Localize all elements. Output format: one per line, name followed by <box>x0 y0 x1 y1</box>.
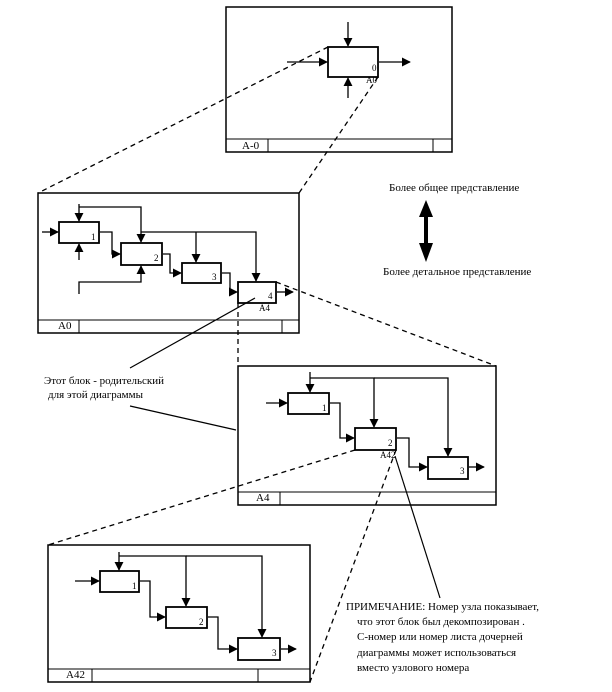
a4-boxes <box>287 392 469 480</box>
a0-boxes <box>58 221 277 304</box>
a4-arrows <box>266 372 485 472</box>
a0-box-1 <box>58 221 100 244</box>
a0-box-4 <box>237 281 277 304</box>
a-minus-0-box-0 <box>327 46 379 78</box>
a0-box-3 <box>181 262 222 284</box>
a4-node-label: A4 <box>256 492 270 504</box>
legend-more-detailed: Более детальное представление <box>383 266 532 278</box>
a42-box-3-number: 3 <box>272 648 277 658</box>
a-minus-0-box-number: 0 <box>372 63 377 73</box>
note-line2: что этот блок был декомпозирован . <box>357 616 525 628</box>
a0-box-3-number: 3 <box>212 272 217 282</box>
a-minus-0-arrows <box>287 22 411 98</box>
a42-boxes <box>99 570 281 661</box>
parent-annotation-line2: для этой диаграммы <box>48 389 143 401</box>
a42-node-label: A42 <box>66 669 85 681</box>
a0-box-4-code: A4 <box>259 303 270 313</box>
a0-arrows <box>42 204 294 297</box>
note-line4: диаграммы может использоваться <box>357 647 517 659</box>
a4-box-2-code: A42 <box>380 450 396 460</box>
a42-box-1-number: 1 <box>132 581 137 591</box>
a4-box-2-number: 2 <box>388 438 393 448</box>
zoom-lines-a0 <box>37 46 379 194</box>
a-minus-0-box-code: A0 <box>366 75 377 85</box>
a0-box-2-number: 2 <box>154 253 159 263</box>
a42-arrows <box>75 552 297 654</box>
zoom-lines-a42 <box>47 449 397 683</box>
frame-a0 <box>37 192 300 334</box>
a4-box-3-number: 3 <box>460 466 465 476</box>
a4-box-1 <box>287 392 330 415</box>
a0-box-4-number: 4 <box>268 291 273 301</box>
frame-a4 <box>237 365 497 506</box>
parent-annotation-line1: Этот блок - родительский <box>44 375 165 387</box>
legend-more-general: Более общее представление <box>389 182 520 194</box>
a0-box-2 <box>120 242 163 266</box>
note-line3: С-номер или номер листа дочерней <box>357 631 523 643</box>
a4-box-1-number: 1 <box>322 403 327 413</box>
a-minus-0-node-label: A-0 <box>242 140 260 152</box>
note-line1: ПРИМЕЧАНИЕ: Номер узла показывает, <box>346 601 540 613</box>
note-pointer-line <box>394 455 441 599</box>
a42-box-1 <box>99 570 140 593</box>
note-line5: вместо узлового номера <box>357 662 470 674</box>
a42-box-2 <box>165 606 208 629</box>
frame-a42 <box>47 544 311 683</box>
parent-pointer-lines <box>129 297 256 431</box>
a4-box-2 <box>354 427 397 451</box>
a42-box-3 <box>237 637 281 661</box>
frame-a-minus-0 <box>225 6 453 153</box>
a0-box-1-number: 1 <box>91 232 96 242</box>
zoom-lines-a4 <box>237 281 497 367</box>
a42-box-2-number: 2 <box>199 617 204 627</box>
a0-node-label: A0 <box>58 320 72 332</box>
a4-box-3 <box>427 456 469 480</box>
legend-double-arrow <box>419 200 433 262</box>
